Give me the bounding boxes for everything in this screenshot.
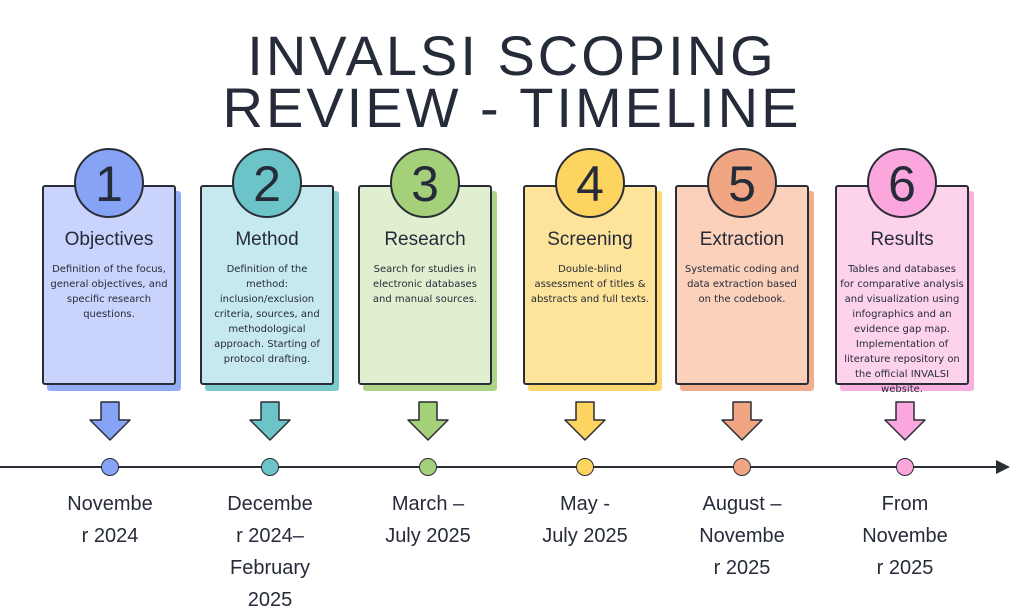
step-card (675, 185, 809, 385)
step-card (42, 185, 176, 385)
timeline-dot (419, 458, 437, 476)
down-arrow-icon (89, 401, 131, 441)
down-arrow-icon (884, 401, 926, 441)
step-description: Double-blind assessment of titles & abst… (530, 264, 650, 305)
step-title: Objectives (64, 229, 154, 250)
step-title: Research (384, 229, 466, 250)
date-line: r 2025 (876, 557, 934, 579)
date-line: July 2025 (542, 525, 628, 547)
date-line: May - (560, 493, 610, 515)
step-date: May - July 2025 (510, 488, 660, 552)
down-arrow-icon (721, 401, 763, 441)
step-description: Search for studies in electronic databas… (372, 264, 478, 305)
date-line: From (881, 493, 929, 515)
timeline-dot (261, 458, 279, 476)
step-title: Method (235, 229, 299, 250)
step-date: March – July 2025 (353, 488, 503, 552)
step-number-badge: 2 (232, 148, 302, 218)
timeline-arrowhead-icon (996, 460, 1010, 474)
down-arrow-icon (564, 401, 606, 441)
title-line-2: REVIEW - TIMELINE (222, 76, 802, 139)
step-title: Extraction (699, 229, 785, 250)
date-line: 2025 (247, 589, 293, 611)
step-card (523, 185, 657, 385)
timeline-dot (101, 458, 119, 476)
date-line: August – (702, 493, 782, 515)
date-line: Novembe (862, 525, 948, 547)
down-arrow-icon (249, 401, 291, 441)
step-date: August – Novembe r 2025 (667, 488, 817, 584)
timeline-dot (733, 458, 751, 476)
timeline-axis (0, 466, 1000, 468)
step-number-badge: 1 (74, 148, 144, 218)
date-line: March – (391, 493, 465, 515)
step-description: Definition of the focus, general objecti… (50, 264, 168, 320)
step-number-badge: 6 (867, 148, 937, 218)
title-line-1: INVALSI SCOPING (247, 24, 777, 87)
step-number-badge: 5 (707, 148, 777, 218)
date-line: Decembe (227, 493, 313, 515)
date-line: Novembe (67, 493, 153, 515)
timeline-dot (576, 458, 594, 476)
date-line: February (229, 557, 311, 579)
step-number-badge: 4 (555, 148, 625, 218)
step-description: Tables and databases for comparative ana… (840, 264, 964, 395)
date-line: r 2024– (236, 525, 304, 547)
step-description: Systematic coding and data extraction ba… (684, 264, 800, 305)
down-arrow-icon (407, 401, 449, 441)
step-title: Screening (547, 229, 633, 250)
date-line: r 2025 (713, 557, 771, 579)
date-line: July 2025 (385, 525, 471, 547)
step-date: Decembe r 2024– February 2025 (195, 488, 345, 614)
step-number-badge: 3 (390, 148, 460, 218)
date-line: r 2024 (81, 525, 139, 547)
date-line: Novembe (699, 525, 785, 547)
step-description: Definition of the method: inclusion/excl… (214, 264, 320, 365)
step-date: Novembe r 2024 (35, 488, 185, 552)
step-card (200, 185, 334, 385)
step-title: Results (870, 229, 934, 250)
timeline-dot (896, 458, 914, 476)
